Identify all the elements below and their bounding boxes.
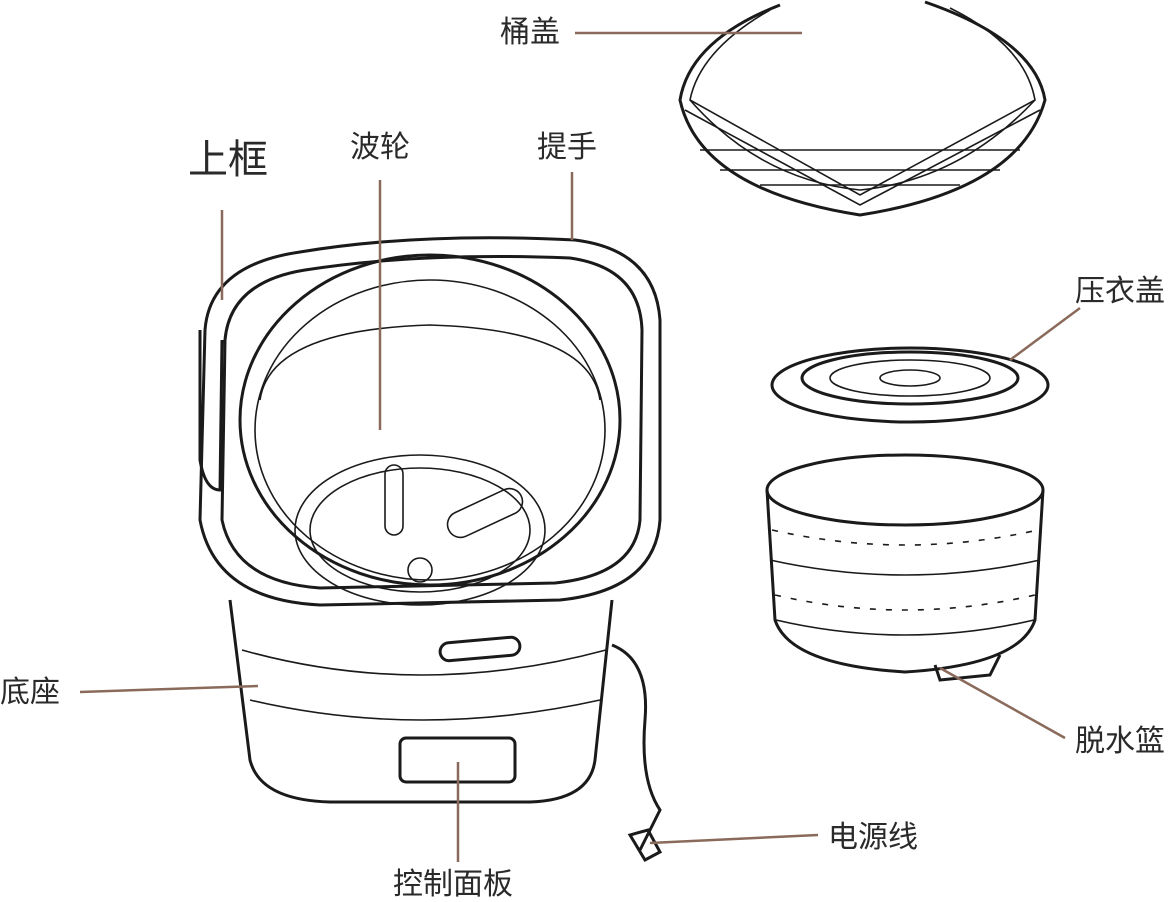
label-power-cord: 电源线 — [828, 820, 918, 855]
handle-left-drawing — [198, 330, 224, 492]
power-cord-drawing — [611, 643, 662, 851]
spin-basket-drawing — [765, 453, 1045, 682]
leader-base — [79, 684, 259, 694]
label-impeller: 波轮 — [350, 130, 410, 165]
label-lid: 桶盖 — [500, 15, 560, 50]
label-press-cover: 压衣盖 — [1075, 274, 1165, 309]
leader-power-cord — [649, 833, 819, 845]
leader-spin-basket — [939, 666, 1066, 740]
washer-body-drawing — [198, 236, 663, 862]
label-spin-basket: 脱水篮 — [1075, 724, 1165, 759]
press-cover-drawing — [770, 346, 1050, 424]
lid-drawing — [678, 0, 1047, 217]
label-control-panel: 控制面板 — [393, 867, 513, 902]
leader-press-cover — [1009, 306, 1081, 362]
label-handle: 提手 — [537, 130, 597, 165]
brand-logo-badge — [438, 635, 522, 663]
label-base: 底座 — [0, 675, 60, 710]
label-top-frame: 上框 — [188, 137, 268, 183]
